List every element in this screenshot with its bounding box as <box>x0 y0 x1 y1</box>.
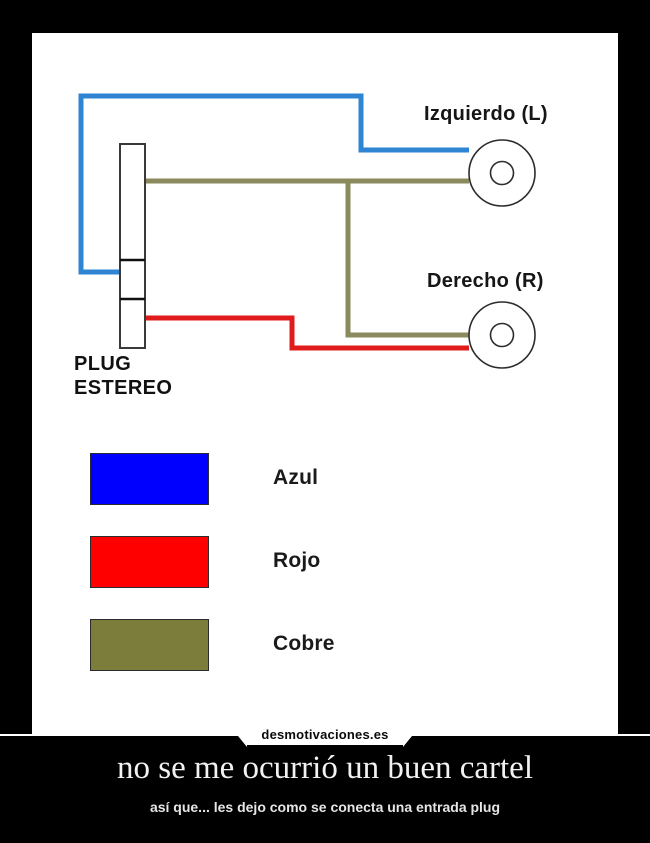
plug-label-line-2: ESTEREO <box>74 377 173 399</box>
legend-swatch-azul <box>90 453 209 505</box>
image-panel: Izquierdo (L) Derecho (R) PLUG ESTEREO A… <box>32 33 618 735</box>
legend-label-rojo: Rojo <box>273 549 321 572</box>
legend-label-cobre: Cobre <box>273 632 335 655</box>
stereo-plug-wiring-diagram <box>78 93 536 369</box>
wire-red-right-channel <box>145 315 469 351</box>
wire-blue-left-channel <box>78 93 469 275</box>
plug-label: PLUG ESTEREO <box>74 352 172 400</box>
plug-label-line-1: PLUG <box>74 353 132 375</box>
legend-swatch-cobre <box>90 619 209 671</box>
legend-label-azul: Azul <box>273 466 319 489</box>
jack-left-label: Izquierdo (L) <box>424 103 548 125</box>
jack-right-inner-hole <box>489 322 515 348</box>
plug-body <box>119 143 146 349</box>
wire-copper-ground-branch <box>345 181 469 338</box>
caption-title: no se me ocurrió un buen cartel <box>116 750 533 786</box>
caption-subtitle: así que... les dejo como se conecta una … <box>149 799 501 815</box>
caption-block: no se me ocurrió un buen cartel así que.… <box>0 748 650 817</box>
legend-swatch-rojo <box>90 536 209 588</box>
jack-left-inner-hole <box>489 160 515 186</box>
jack-right-label: Derecho (R) <box>427 270 544 292</box>
